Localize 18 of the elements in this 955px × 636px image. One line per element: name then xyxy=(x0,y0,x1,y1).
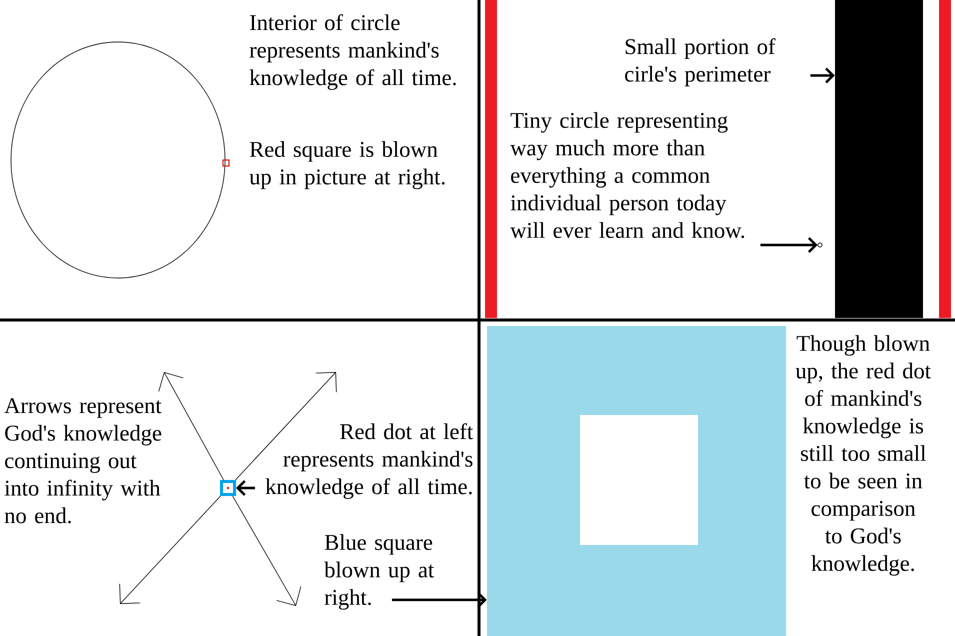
arrow xyxy=(235,372,337,480)
note-text: Interior of circle represents mankind's knowledge of all time. xyxy=(250,14,456,90)
arrow xyxy=(392,592,487,608)
band xyxy=(835,0,923,318)
note-text: Arrows represent God's knowledge continuing out into infinity with no end. xyxy=(4,398,162,524)
note-text: Tiny circle representing way much more than everything a common individual person today will ever learn and know. xyxy=(510,112,744,238)
note-text: Red dot at left represents mankind's knowledge of all time. xyxy=(266,423,474,499)
note-text: Red square is blown up in picture at right. xyxy=(250,141,445,190)
arrow xyxy=(810,68,835,84)
arrow xyxy=(236,480,255,496)
note-text: Small portion of cirle's perimeter xyxy=(625,38,776,86)
small-square xyxy=(220,480,236,496)
arrow xyxy=(158,372,224,480)
arrow xyxy=(119,496,221,604)
arrow xyxy=(232,496,302,606)
inner-square xyxy=(580,415,698,545)
arrow xyxy=(760,237,818,253)
note-text: Blue square blown up at right. xyxy=(324,534,434,610)
